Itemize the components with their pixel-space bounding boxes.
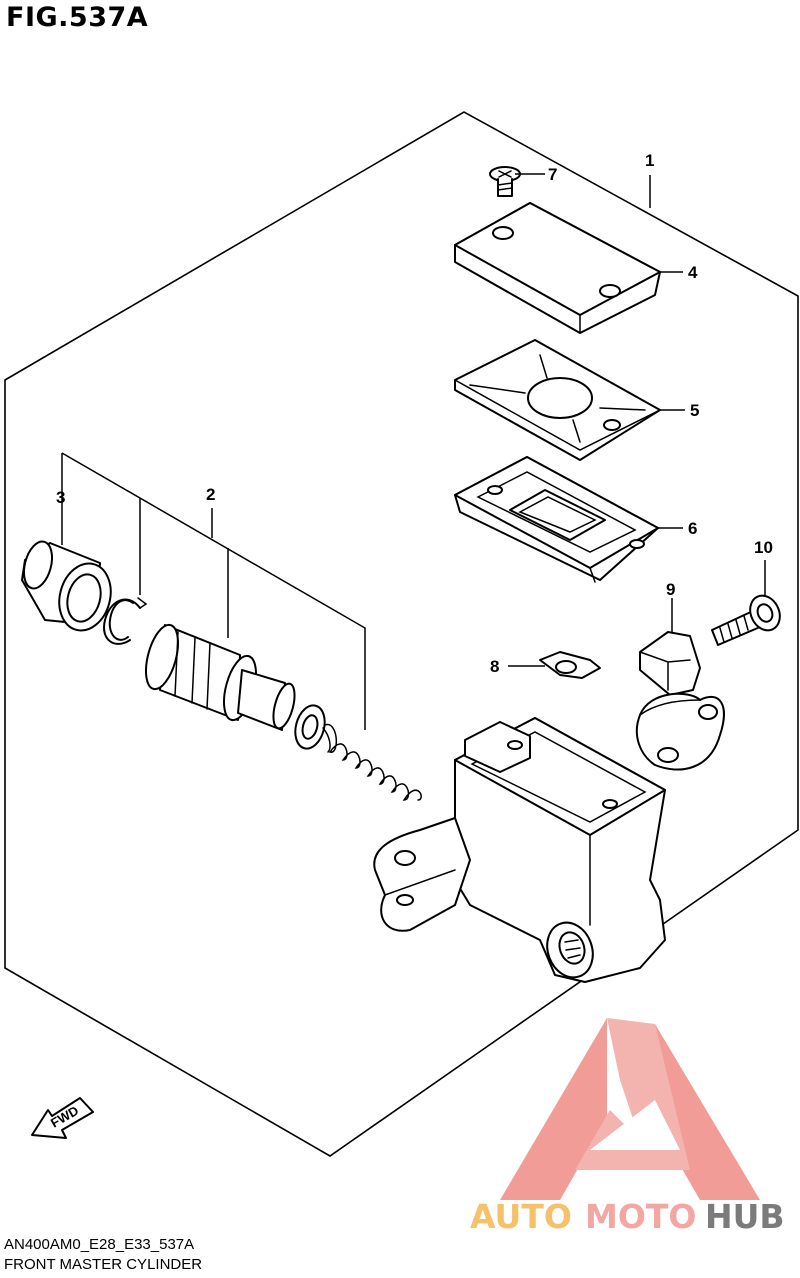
figure-code: AN400AM0_E28_E33_537A (4, 1236, 195, 1253)
callout-9: 9 (666, 580, 675, 599)
callout-8: 8 (490, 657, 499, 676)
callout-2: 2 (206, 485, 215, 504)
watermark-text-moto: MOTO (585, 1197, 696, 1236)
part-washer-8 (539, 651, 601, 679)
callout-7: 7 (548, 165, 557, 184)
watermark-wordmark: AUTO MOTO HUB (470, 1197, 785, 1236)
part-piston-2 (145, 623, 296, 731)
figure-number: FIG.537A (6, 2, 149, 33)
part-clamp-9 (635, 631, 725, 771)
watermark-triangle-left (500, 1018, 607, 1200)
forward-direction-arrow: FWD (31, 1097, 94, 1139)
part-circlip (103, 597, 148, 645)
watermark-text-hub: HUB (705, 1197, 785, 1236)
kit-boundary (4, 111, 799, 1157)
part-spring (294, 704, 422, 801)
figure-caption: FRONT MASTER CYLINDER (4, 1256, 203, 1273)
watermark-text-auto: AUTO (470, 1197, 572, 1236)
part-diaphragm-6 (454, 456, 659, 583)
callout-1: 1 (645, 151, 654, 170)
callout-5: 5 (690, 401, 699, 420)
part-master-cylinder-body (373, 717, 666, 983)
watermark-logo (500, 1018, 760, 1200)
part-diaphragm-plate-5 (454, 339, 661, 461)
callout-4: 4 (688, 263, 698, 282)
watermark-triangle-inner (590, 1100, 680, 1150)
callout-3: 3 (56, 488, 65, 507)
part-boot-3 (21, 540, 112, 632)
callout-10: 10 (754, 538, 773, 557)
part-screw-7 (489, 166, 521, 197)
part-bolt-10 (711, 594, 781, 646)
part-reservoir-cap-4 (454, 202, 661, 334)
callout-6: 6 (688, 519, 697, 538)
leader-lines (61, 173, 766, 730)
